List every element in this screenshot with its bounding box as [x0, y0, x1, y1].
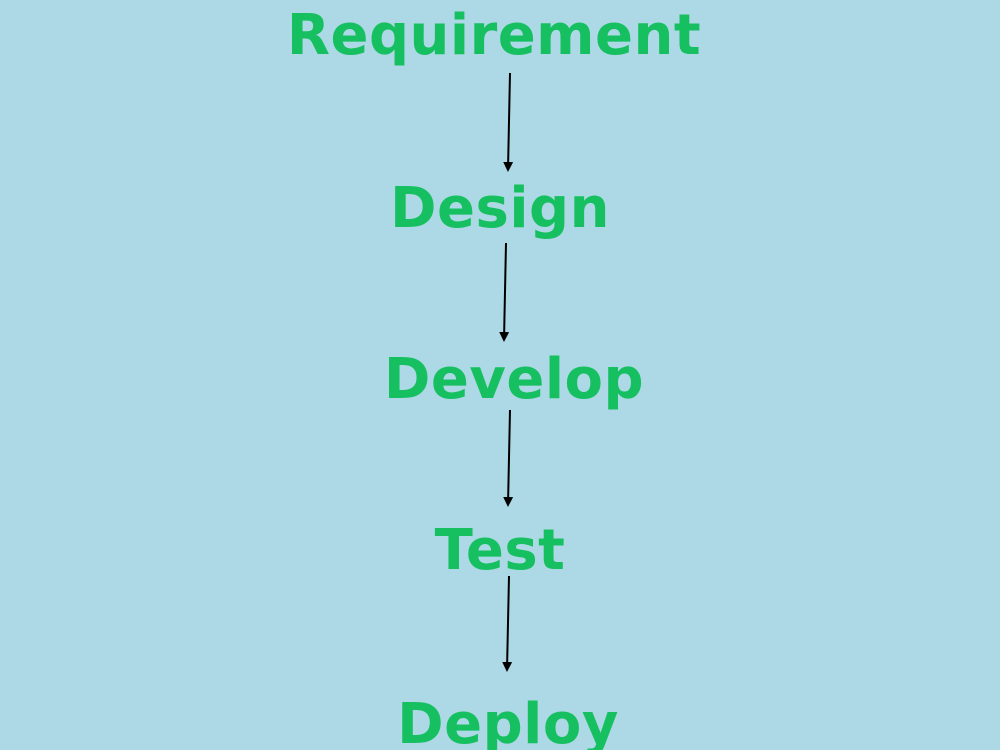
arrow-design-to-develop: [499, 242, 510, 342]
arrow-test-to-deploy: [502, 575, 513, 672]
step-test: Test: [434, 518, 566, 583]
step-deploy: Deploy: [397, 692, 619, 750]
arrow-requirement-to-design: [503, 72, 514, 172]
step-design: Design: [390, 176, 610, 241]
arrow-develop-to-test: [503, 409, 514, 507]
step-develop: Develop: [383, 347, 645, 412]
step-requirement: Requirement: [286, 3, 702, 68]
